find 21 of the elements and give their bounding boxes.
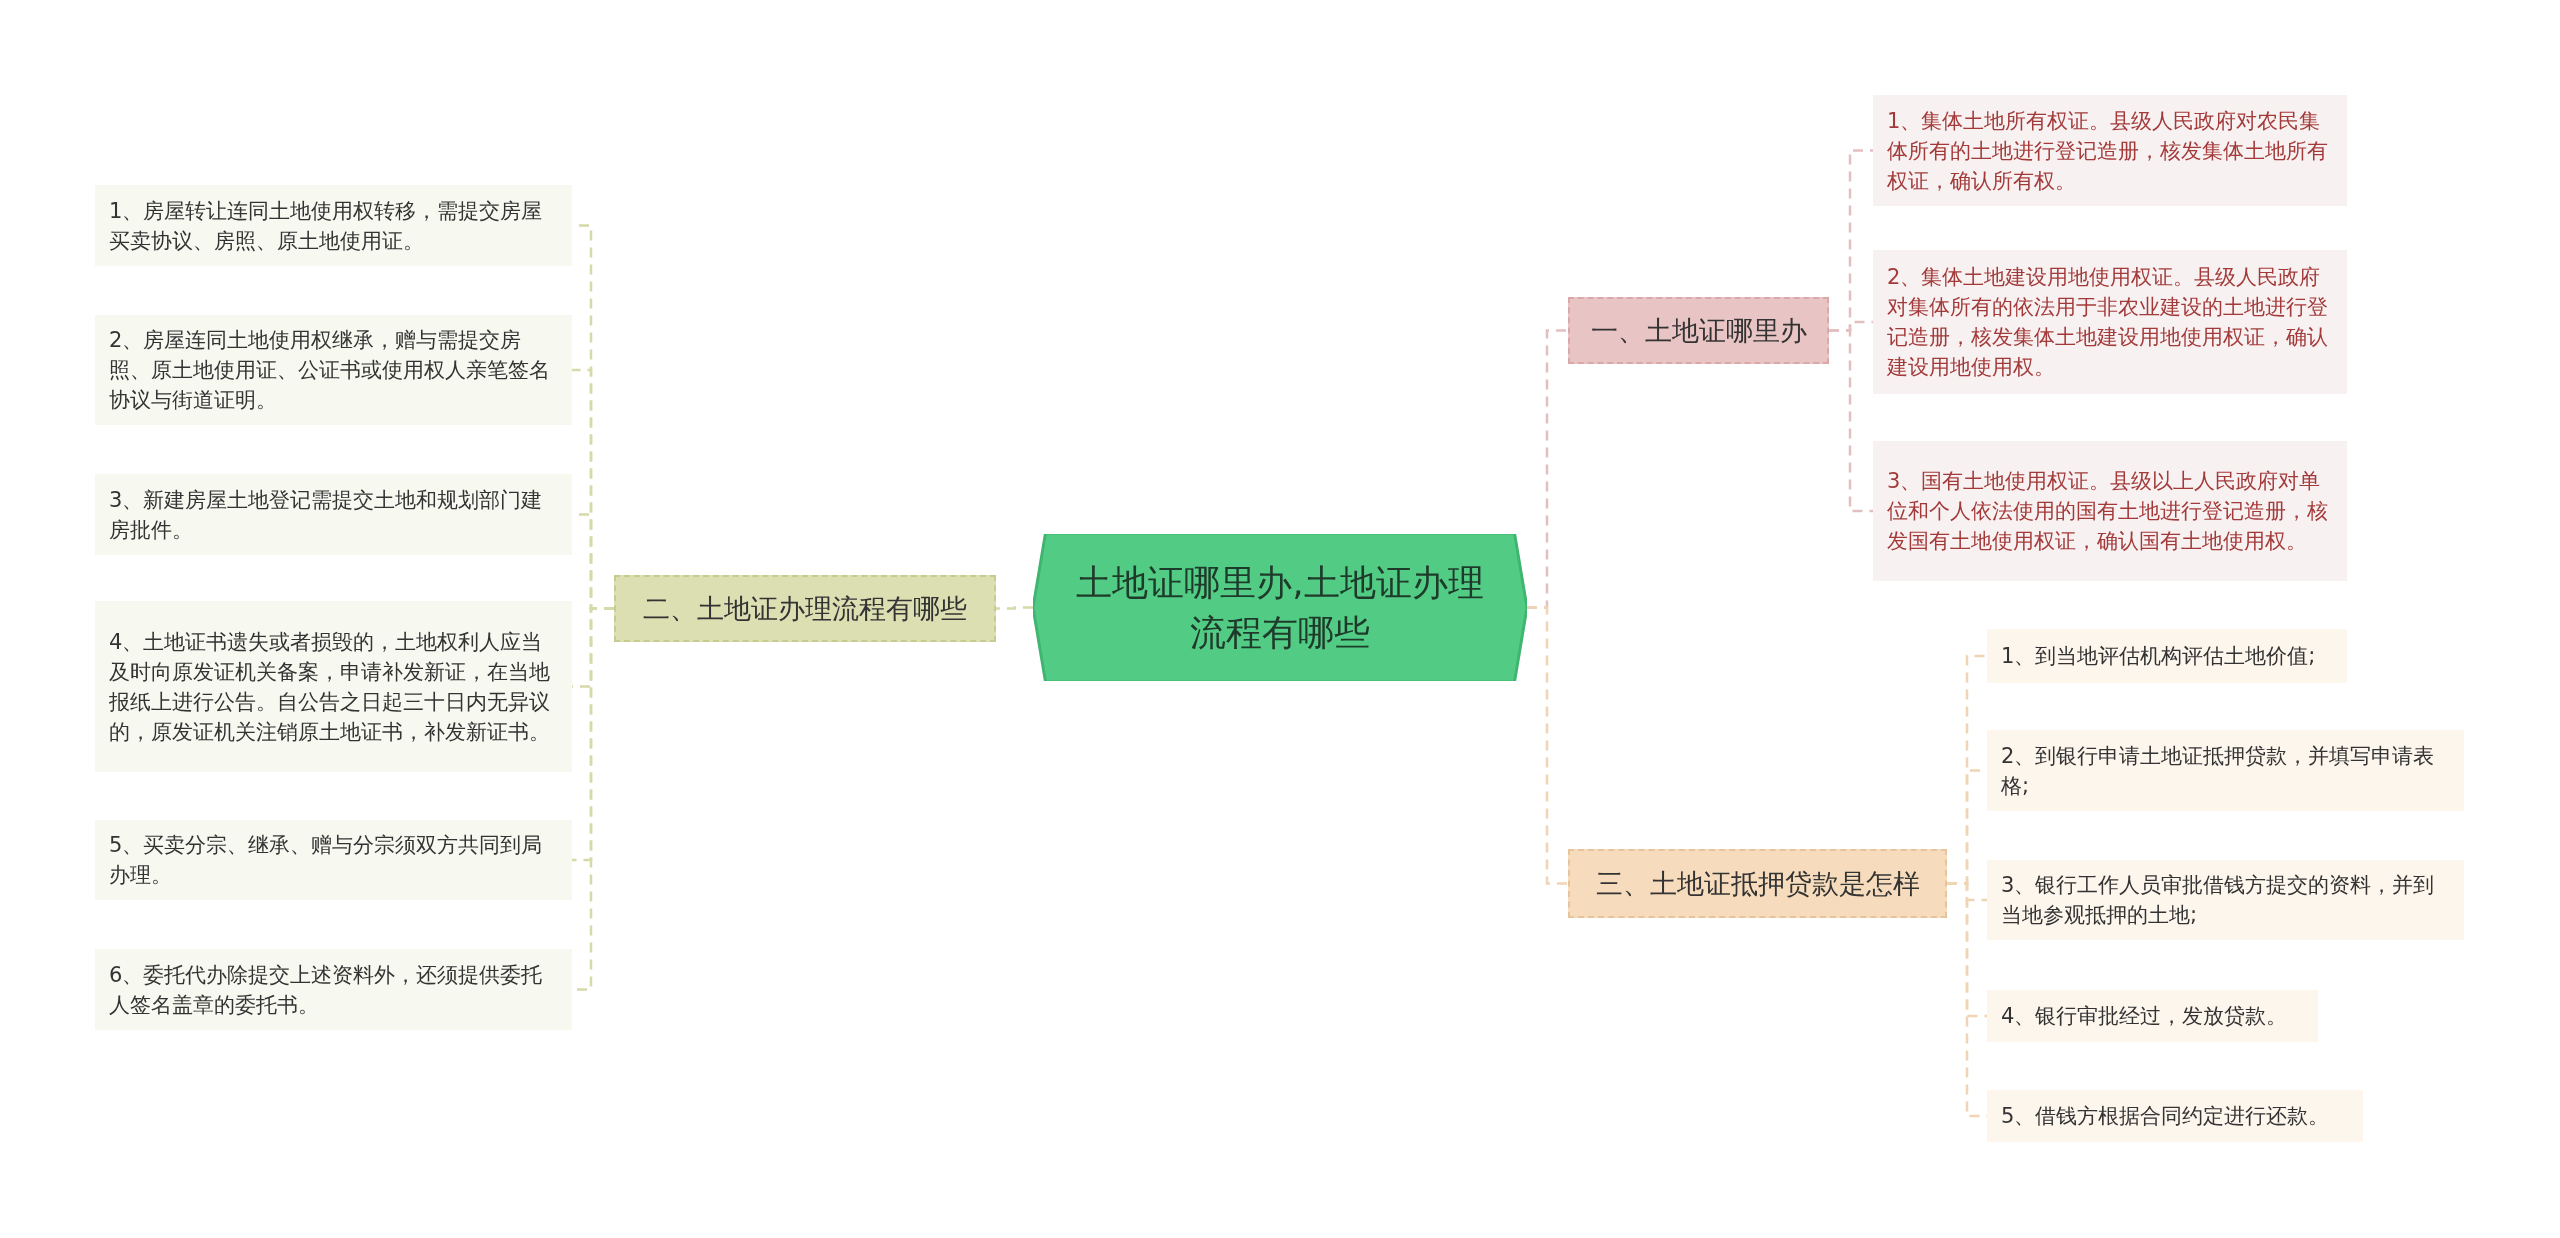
- subtopic-box: 5、借钱方根据合同约定进行还款。: [1987, 1090, 2363, 1142]
- subtopic-box: 2、集体土地建设用地使用权证。县级人民政府对集体所有的依法用于非农业建设的土地进行登记造册，核发集体土地建设用地使用权证，确认建设用地使用权。: [1873, 250, 2347, 394]
- root-hexagon: 土地证哪里办,土地证办理流程有哪些: [1033, 534, 1527, 681]
- subtopic-box: 5、买卖分宗、继承、赠与分宗须双方共同到局办理。: [95, 820, 572, 900]
- connector-line: [1527, 606, 1568, 885]
- subtopic-box: 6、委托代办除提交上述资料外，还须提供委托人签名盖章的委托书。: [95, 949, 572, 1030]
- subtopic-box: 3、新建房屋土地登记需提交土地和规划部门建房批件。: [95, 474, 572, 555]
- topic-box: 一、土地证哪里办: [1568, 297, 1829, 364]
- topic-box: 三、土地证抵押贷款是怎样: [1568, 849, 1947, 918]
- subtopic-box: 4、银行审批经过，发放贷款。: [1987, 990, 2318, 1042]
- subtopic-box: 4、土地证书遗失或者损毁的，土地权利人应当及时向原发证机关备案，申请补发新证，在当地报纸上进行公告。自公告之日起三十日内无异议的，原发证机关注销原土地证书，补发新证书。: [95, 601, 572, 772]
- connector-line: [996, 606, 1033, 610]
- topic-box: 二、土地证办理流程有哪些: [614, 575, 996, 642]
- subtopic-box: 2、房屋连同土地使用权继承，赠与需提交房照、原土地使用证、公证书或使用权人亲笔签名协议与街道证明。: [95, 315, 572, 425]
- subtopic-box: 3、国有土地使用权证。县级以上人民政府对单位和个人依法使用的国有土地进行登记造册，核发国有土地使用权证，确认国有土地使用权。: [1873, 441, 2347, 581]
- connector-line: [1829, 329, 1873, 513]
- subtopic-box: 1、到当地评估机构评估土地价值;: [1987, 629, 2347, 683]
- subtopic-box: 1、集体土地所有权证。县级人民政府对农民集体所有的土地进行登记造册，核发集体土地所有权证，确认所有权。: [1873, 95, 2347, 206]
- subtopic-box: 1、房屋转让连同土地使用权转移，需提交房屋买卖协议、房照、原土地使用证。: [95, 185, 572, 266]
- subtopic-box: 2、到银行申请土地证抵押贷款，并填写申请表格;: [1987, 730, 2464, 811]
- subtopic-box: 3、银行工作人员审批借钱方提交的资料，并到当地参观抵押的土地;: [1987, 860, 2464, 940]
